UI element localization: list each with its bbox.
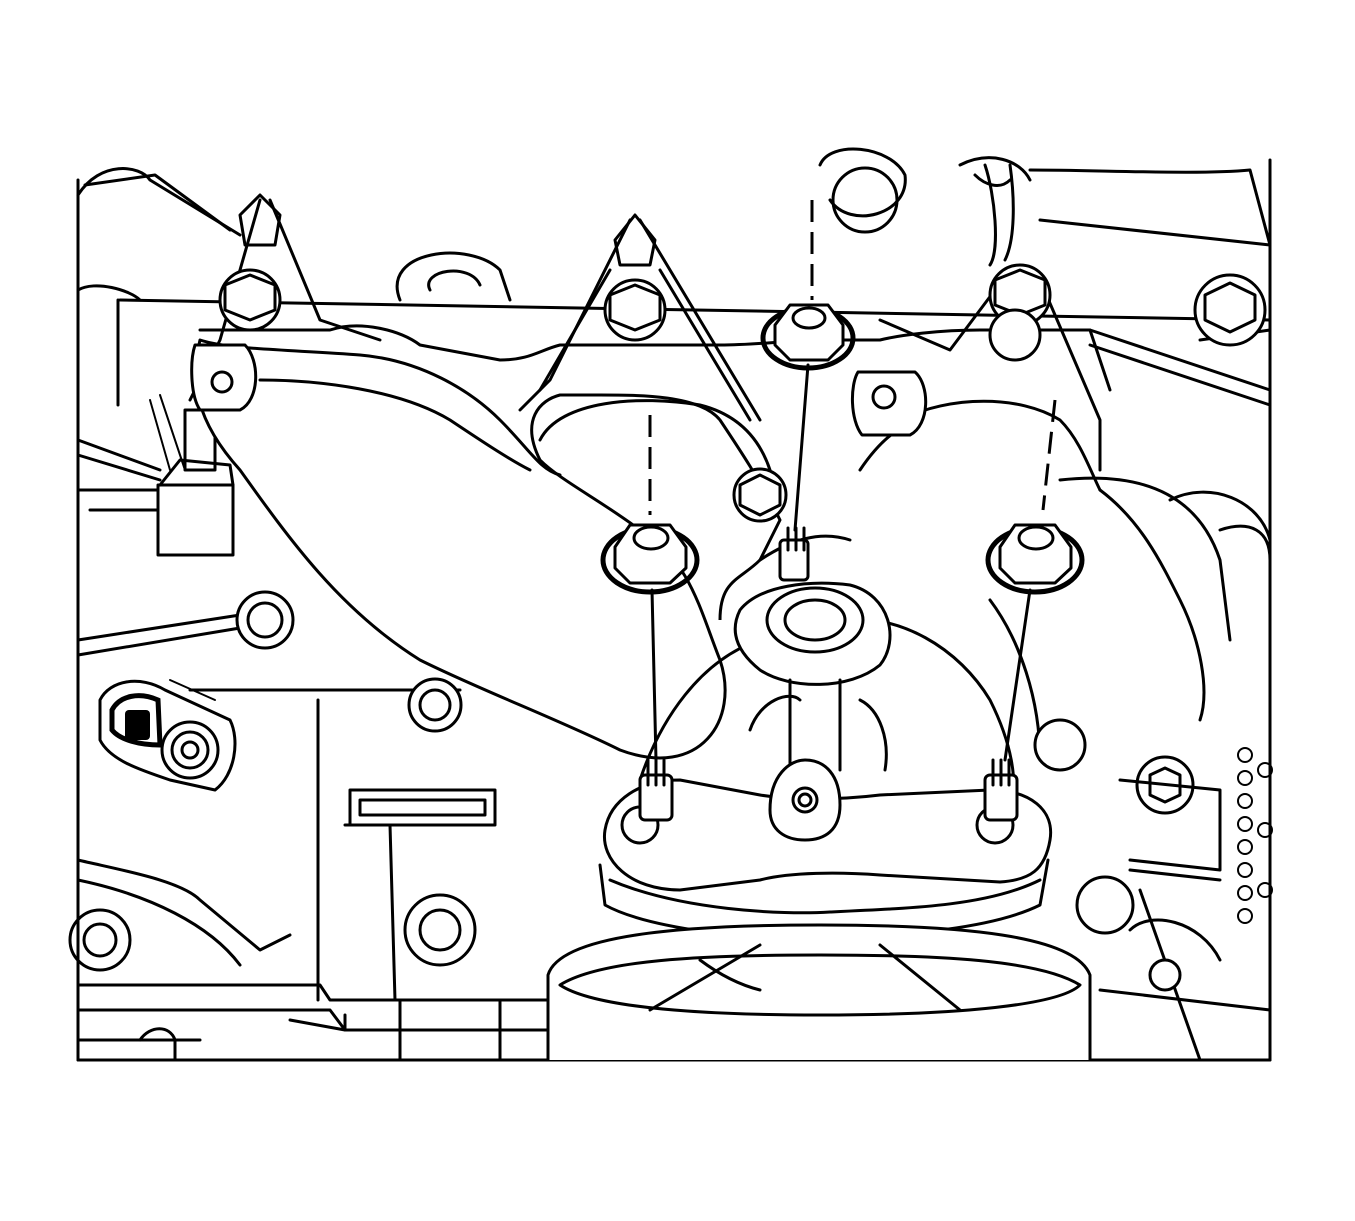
flange-bolts <box>218 193 1267 935</box>
manifold-body <box>194 324 1272 822</box>
bolt-head-icon <box>603 213 667 342</box>
tab-hole-icon <box>210 370 234 394</box>
electrical-connector <box>149 394 235 557</box>
bolt-head-icon <box>160 720 220 780</box>
bolt-head-icon <box>1033 718 1087 772</box>
bolt-head-icon <box>1075 875 1135 935</box>
port-hole-column <box>1237 747 1273 924</box>
mounting-tabs <box>190 343 928 437</box>
flange-nut-icon <box>760 303 856 371</box>
oxygen-sensor-boss <box>733 581 892 772</box>
stud-icon <box>983 758 1019 822</box>
right-side-details <box>1098 747 1273 1062</box>
connector-housing-icon <box>156 483 235 557</box>
bolt-head-icon <box>218 193 282 332</box>
bolt-head-icon <box>235 590 295 650</box>
crank-sensor-assembly <box>98 679 237 792</box>
stud-icon <box>638 758 674 822</box>
stud-icon <box>778 526 810 582</box>
tab-hole-icon <box>871 384 897 410</box>
lower-block-left <box>68 688 562 1062</box>
heat-shield-brackets <box>188 198 1102 472</box>
bolt-head-icon <box>988 263 1052 362</box>
sensor-port-icon <box>733 581 892 686</box>
flange-nut-icon <box>600 523 700 595</box>
installation-guide-lines <box>648 200 1057 762</box>
sensor-connector-icon <box>125 710 150 740</box>
manifold-nuts <box>600 303 1085 595</box>
flange-nut-icon <box>985 523 1085 595</box>
outlet-flange <box>598 758 1053 942</box>
wiring-harness <box>973 163 1015 267</box>
manifold-studs <box>638 526 1019 822</box>
catalytic-converter <box>546 923 1092 1060</box>
bolt-head-icon <box>732 467 788 523</box>
bolt-head-icon <box>407 677 463 733</box>
bolt-head-icon <box>1193 273 1267 347</box>
